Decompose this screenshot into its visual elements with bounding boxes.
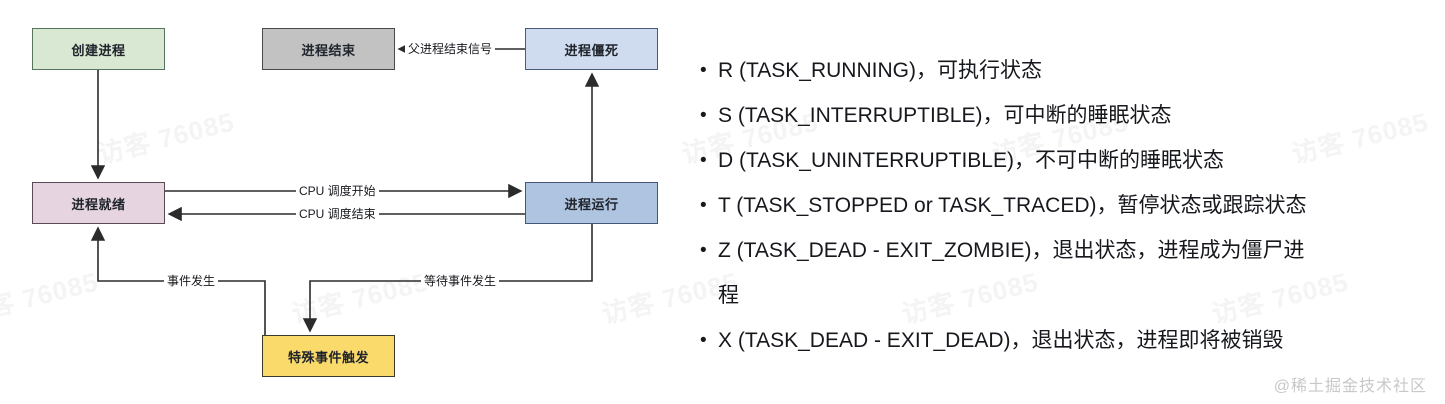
- bullet-icon: •: [700, 105, 707, 126]
- edge-label-wait-for-event: 等待事件发生: [421, 274, 500, 288]
- node-label: 进程就绪: [71, 196, 126, 212]
- list-item: • X (TASK_DEAD - EXIT_DEAD)，退出状态，进程即将被销毁: [700, 318, 1435, 363]
- list-item: • S (TASK_INTERRUPTIBLE)，可中断的睡眠状态: [700, 93, 1435, 138]
- list-item-wrapped-line: 程: [718, 284, 739, 307]
- edge-label-event-occurs: 事件发生: [164, 274, 219, 288]
- node-create-process[interactable]: 创建进程: [32, 28, 165, 70]
- list-item-label: D (TASK_UNINTERRUPTIBLE)，不可中断的睡眠状态: [718, 149, 1224, 172]
- list-item: • Z (TASK_DEAD - EXIT_ZOMBIE)，退出状态，进程成为僵…: [700, 228, 1435, 273]
- node-label: 进程结束: [301, 42, 356, 58]
- node-process-zombie[interactable]: 进程僵死: [525, 28, 658, 70]
- node-process-ready[interactable]: 进程就绪: [32, 182, 165, 224]
- footer-watermark: @稀土掘金技术社区: [1273, 378, 1427, 395]
- list-item-label: S (TASK_INTERRUPTIBLE)，可中断的睡眠状态: [718, 104, 1172, 127]
- node-label: 进程僵死: [564, 42, 619, 58]
- node-process-running[interactable]: 进程运行: [525, 182, 658, 224]
- bullet-icon: •: [700, 150, 707, 171]
- process-states-list: • R (TASK_RUNNING)，可执行状态 • S (TASK_INTER…: [700, 48, 1435, 363]
- list-item-label: R (TASK_RUNNING)，可执行状态: [718, 59, 1042, 82]
- bullet-icon: •: [700, 195, 707, 216]
- node-label: 进程运行: [564, 196, 619, 212]
- list-item: • R (TASK_RUNNING)，可执行状态: [700, 48, 1435, 93]
- edge-label-cpu-schedule-end: CPU 调度结束: [296, 207, 379, 221]
- node-special-event-trigger[interactable]: 特殊事件触发: [262, 335, 395, 377]
- list-item-label: T (TASK_STOPPED or TASK_TRACED)，暂停状态或跟踪状…: [718, 194, 1307, 217]
- bullet-icon: •: [700, 60, 707, 81]
- node-label: 特殊事件触发: [287, 349, 369, 365]
- bullet-icon: •: [700, 240, 707, 261]
- node-process-end[interactable]: 进程结束: [262, 28, 395, 70]
- list-item-label: X (TASK_DEAD - EXIT_DEAD)，退出状态，进程即将被销毁: [718, 329, 1284, 352]
- edge-label-cpu-schedule-start: CPU 调度开始: [296, 184, 379, 198]
- node-label: 创建进程: [71, 42, 126, 58]
- list-item-label: Z (TASK_DEAD - EXIT_ZOMBIE)，退出状态，进程成为僵尸进: [718, 239, 1305, 262]
- bullet-icon: •: [700, 330, 707, 351]
- process-state-diagram: 创建进程 进程结束 进程僵死 进程就绪 进程运行 特殊事件触发 父进程结束信号 …: [0, 0, 690, 404]
- edge-label-parent-exit-signal: 父进程结束信号: [405, 42, 496, 56]
- list-item: • T (TASK_STOPPED or TASK_TRACED)，暂停状态或跟…: [700, 183, 1435, 228]
- list-item: • D (TASK_UNINTERRUPTIBLE)，不可中断的睡眠状态: [700, 138, 1435, 183]
